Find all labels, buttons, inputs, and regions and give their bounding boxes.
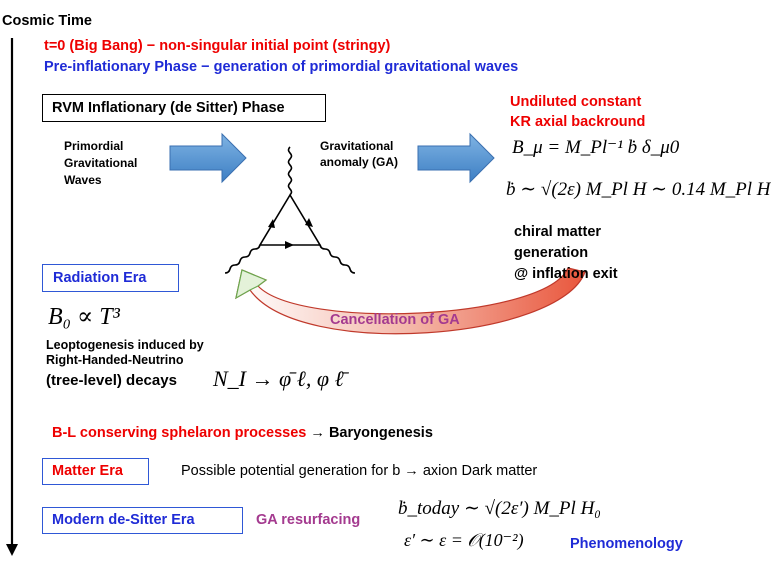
matter-box: Matter Era <box>42 458 149 485</box>
ga-resurfacing-label: GA resurfacing <box>256 512 361 528</box>
baryogenesis-line: B-L conserving sphelaron processes → Bar… <box>52 425 433 441</box>
equation-epsilon: ε′ ∼ ε = 𝒪(10⁻²) <box>404 530 524 550</box>
equation-decays: N_I → φ̄ ℓ, φ ℓ̄ <box>213 366 344 391</box>
chiral-matter-label: chiral matter generation @ inflation exi… <box>514 224 618 282</box>
equation-b-mu: B_μ = M_Pl⁻¹ ḃ δ_μ0 <box>512 137 680 158</box>
equation-bdot: ḃ ∼ √(2ε) M_Pl H ∼ 0.14 M_Pl H <box>506 179 771 200</box>
equation-b0: B₀ ∝ T³ <box>48 304 120 330</box>
big-bang-label: t=0 (Big Bang) − non-singular initial po… <box>44 38 391 54</box>
equation-btoday: ḃ_today ∼ √(2ε′) M_Pl H₀ <box>398 498 601 519</box>
inflation-box: RVM Inflationary (de Sitter) Phase <box>42 94 326 122</box>
pre-inflation-label: Pre-inflationary Phase − generation of p… <box>44 59 519 75</box>
diagram-graphics <box>6 38 586 556</box>
arrow-to-anomaly <box>169 132 247 184</box>
decays-label: (tree-level) decays <box>46 372 177 389</box>
anomaly-label: Gravitational anomaly (GA) <box>320 139 399 169</box>
arrow-to-background <box>417 132 495 184</box>
primordial-waves-label: Primordial Gravitational Waves <box>64 139 138 187</box>
undiluted-label: Undiluted constant KR axial backround <box>510 94 646 130</box>
leptogenesis-label: Leoptogenesis induced by Right-Handed-Ne… <box>46 338 204 367</box>
radiation-box-label: Radiation Era <box>53 270 147 286</box>
matter-box-label: Matter Era <box>52 463 123 479</box>
phenomenology-label: Phenomenology <box>570 536 683 552</box>
matter-description: Possible potential generation for b → ax… <box>181 463 538 479</box>
cancellation-label: Cancellation of GA <box>330 312 460 328</box>
modern-box: Modern de-Sitter Era <box>42 507 243 534</box>
modern-box-label: Modern de-Sitter Era <box>52 512 195 528</box>
timeline-arrowhead <box>6 544 18 556</box>
cosmic-time-title: Cosmic Time <box>2 13 92 29</box>
radiation-box: Radiation Era <box>42 264 179 292</box>
inflation-box-label: RVM Inflationary (de Sitter) Phase <box>52 100 285 116</box>
